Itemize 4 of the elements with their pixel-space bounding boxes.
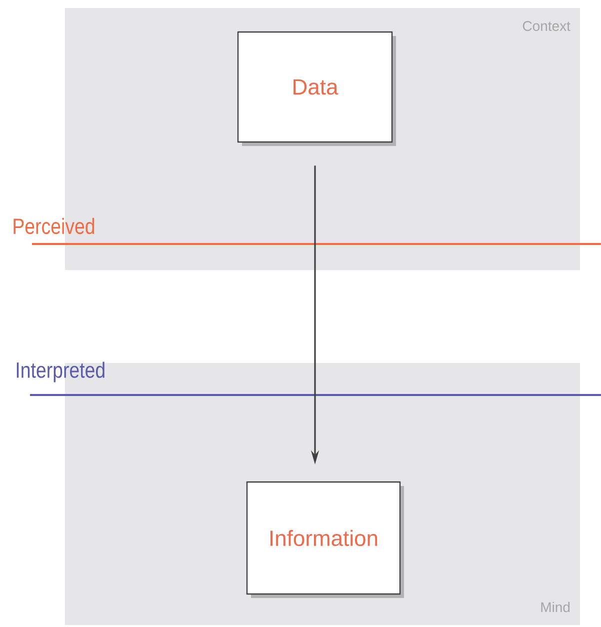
boundary-label: Interpreted: [16, 362, 104, 382]
process-box: Information: [246, 481, 404, 598]
process-box: Data: [237, 31, 396, 146]
boundary-label: Perceived: [14, 218, 94, 234]
